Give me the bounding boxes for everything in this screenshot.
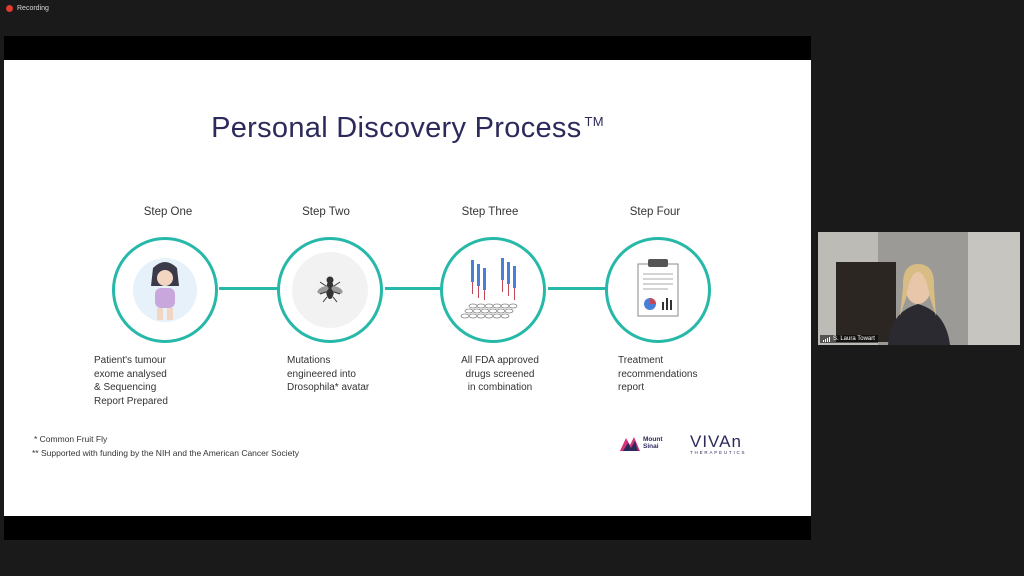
participant-name: S. Laura Towart — [833, 336, 875, 342]
connector-line-2 — [385, 287, 443, 290]
step-four-circle — [605, 237, 711, 343]
recording-label: Recording — [17, 5, 49, 12]
step-one-circle — [112, 237, 218, 343]
mount-sinai-text: Sinai — [643, 443, 659, 450]
step-one-desc-line: & Sequencing — [94, 382, 157, 393]
patient-icon — [133, 258, 197, 322]
drug-screening-icon — [460, 258, 518, 319]
step-four-desc-line: report — [618, 382, 645, 393]
participant-video[interactable]: S. Laura Towart — [818, 232, 1020, 345]
vivan-logo-text: VIVAn — [690, 432, 742, 451]
mount-sinai-text: Mount — [643, 436, 663, 443]
connector-line-3 — [548, 287, 608, 290]
trademark-symbol: TM — [584, 114, 604, 130]
recording-dot-icon — [6, 5, 13, 12]
signal-bars-icon — [823, 336, 830, 342]
step-four-desc-line: recommendations — [618, 368, 698, 380]
step-three-description: All FDA approved drugs screened in combi… — [430, 354, 570, 395]
participant-video-feed — [818, 232, 1020, 345]
step-four-description: Treatment recommendations report — [618, 354, 738, 395]
step-two-desc-line: Mutations — [287, 355, 331, 366]
step-four-desc-line: Treatment — [618, 355, 664, 366]
footnote-funding: ** Supported with funding by the NIH and… — [32, 448, 299, 458]
step-one-desc-line: Report Prepared — [94, 395, 168, 407]
slide-title-text: Personal Discovery Process — [211, 112, 582, 144]
recording-indicator: Recording — [6, 5, 49, 12]
clipboard-report-icon — [637, 259, 679, 317]
step-three-desc-line: All FDA approved — [461, 355, 539, 366]
step-three-desc-line: drugs screened — [465, 368, 535, 380]
step-one-description: Patient's tumour exome analysed & Sequen… — [94, 354, 214, 408]
participant-name-tag: S. Laura Towart — [820, 335, 878, 343]
vivan-logo: VIVAn THERAPEUTICS — [690, 432, 746, 455]
step-two-desc-line: engineered into — [287, 368, 356, 380]
step-one-label: Step One — [143, 206, 193, 218]
connector-line-1 — [219, 287, 279, 290]
step-two-circle — [277, 237, 383, 343]
step-three-desc-line: in combination — [467, 382, 533, 393]
step-three-label: Step Three — [461, 206, 519, 218]
mount-sinai-mark-icon — [620, 437, 640, 451]
mount-sinai-logo: Mount Sinai — [619, 434, 673, 452]
fruit-fly-icon — [292, 252, 368, 328]
step-one-desc-line: Patient's tumour — [94, 355, 166, 366]
vivan-logo-subtext: THERAPEUTICS — [690, 450, 747, 455]
step-two-desc-line: Drosophila* avatar — [287, 382, 370, 393]
step-four-label: Step Four — [629, 206, 681, 218]
footnote-fruit-fly: * Common Fruit Fly — [34, 434, 108, 444]
step-two-label: Step Two — [302, 206, 350, 218]
step-two-description: Mutations engineered into Drosophila* av… — [287, 354, 407, 395]
step-one-desc-line: exome analysed — [94, 368, 167, 380]
step-three-circle — [440, 237, 546, 343]
